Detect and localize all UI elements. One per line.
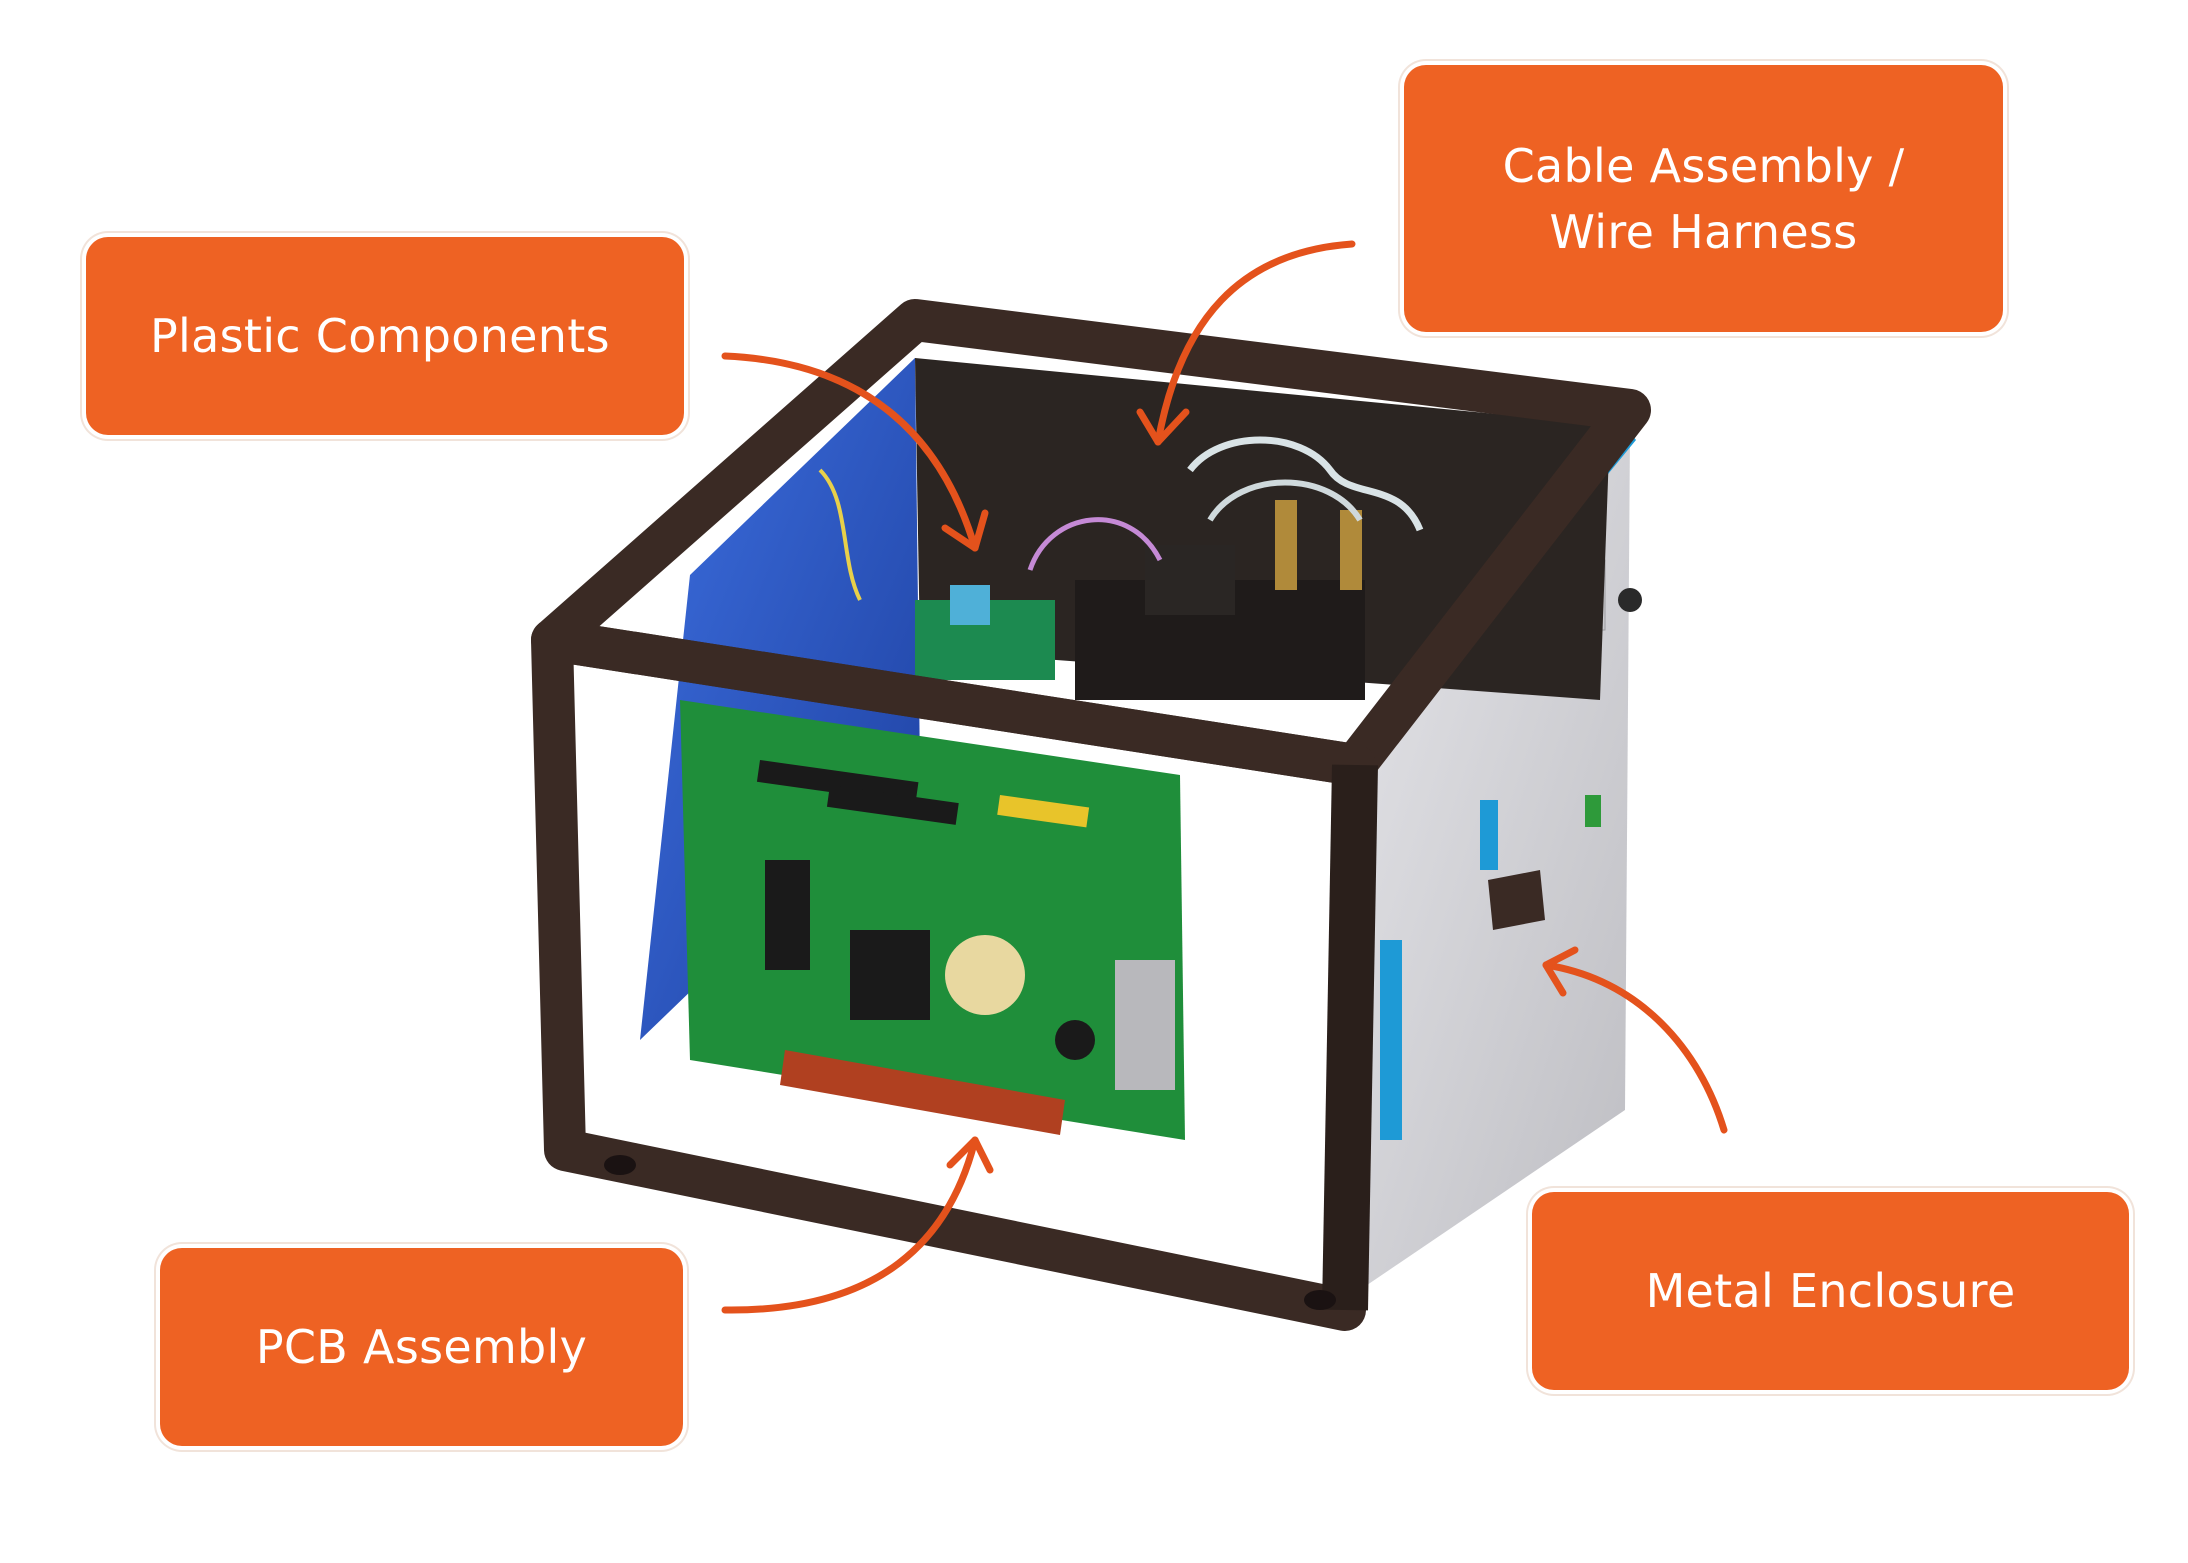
arrow-plastic <box>721 352 979 552</box>
callout-label: Metal Enclosure <box>1645 1264 2016 1318</box>
callout-label-line1: Cable Assembly / <box>1502 138 1905 193</box>
callout-label: Plastic Components <box>150 309 610 363</box>
callout-label-line2: Wire Harness <box>1549 204 1858 259</box>
callout-label: PCB Assembly <box>255 1320 588 1374</box>
callout-plastic-components: Plastic Components <box>86 237 684 435</box>
enclosure-frame <box>531 299 1651 1331</box>
arrowhead-icon <box>946 1136 994 1174</box>
callout-arrows <box>721 240 1728 1314</box>
arrow-metal <box>1542 961 1728 1134</box>
arrow-cable <box>1154 240 1356 446</box>
arrow-pcb <box>721 1136 979 1314</box>
arrowhead-icon <box>941 509 989 552</box>
callout-pcb-assembly: PCB Assembly <box>160 1248 683 1446</box>
callout-cable-assembly: Cable Assembly / Wire Harness <box>1404 65 2003 332</box>
internal-components <box>818 436 1424 700</box>
pcb-board <box>680 700 1185 1140</box>
callout-metal-enclosure: Metal Enclosure <box>1532 1192 2129 1390</box>
arrowhead-icon <box>1136 408 1190 446</box>
arrowhead-icons <box>941 408 1579 1174</box>
arrowhead-icon <box>1542 946 1579 997</box>
